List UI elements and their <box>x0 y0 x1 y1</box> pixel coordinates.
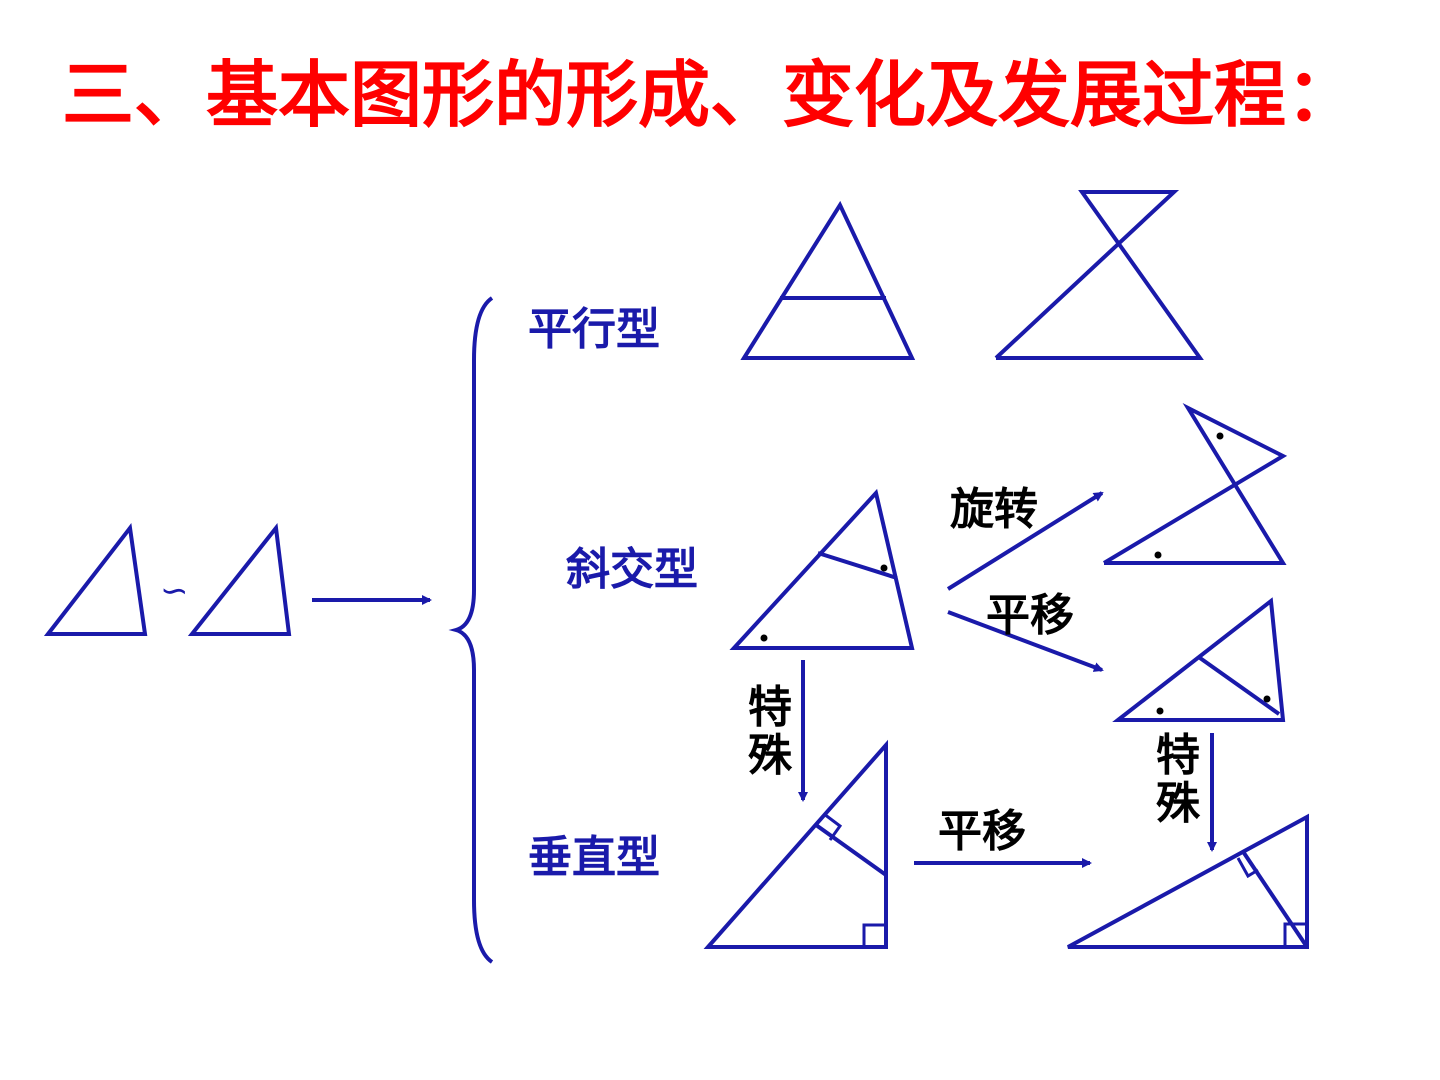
label-special-right-1: 特 <box>1156 730 1200 781</box>
source-triangle-2 <box>187 523 292 636</box>
label-parallel-type: 平行型 <box>528 304 660 355</box>
label-oblique-type: 斜交型 <box>566 544 698 595</box>
curly-brace <box>448 296 494 964</box>
label-perpendicular-type: 垂直型 <box>528 832 660 883</box>
angle-dot-translated-inner <box>1263 695 1271 703</box>
right-angle-mark-2 <box>862 923 886 947</box>
angle-dot-oblique-inner <box>880 564 888 572</box>
parallel-triangle-a <box>740 200 916 360</box>
right-angle-mark-4 <box>1283 922 1307 947</box>
translate-arrow-top <box>947 610 1104 672</box>
right-angle-mark-3 <box>1236 857 1259 879</box>
rotated-figure <box>1102 403 1288 565</box>
page-title: 三、基本图形的形成、变化及发展过程： <box>62 53 1359 137</box>
label-special-left-1: 特 <box>748 682 792 733</box>
perpendicular-triangle <box>703 739 888 949</box>
angle-dot-translated-base <box>1156 707 1164 715</box>
angle-dot-oblique-base <box>760 634 768 642</box>
source-triangle-1 <box>43 523 148 636</box>
label-translate-top: 平移 <box>986 590 1074 641</box>
translated-inner-line <box>1198 656 1281 716</box>
final-altitude <box>1242 851 1309 949</box>
perpendicular-altitude <box>814 823 888 877</box>
label-special-right-2: 殊 <box>1156 778 1201 829</box>
oblique-inner-line <box>817 551 898 580</box>
translated-triangle <box>1112 597 1286 722</box>
rotate-arrow <box>946 491 1104 591</box>
oblique-triangle <box>729 488 915 650</box>
angle-dot-rotated-base <box>1154 551 1162 559</box>
label-rotate: 旋转 <box>950 484 1038 535</box>
angle-dot-rotated-top <box>1216 432 1224 440</box>
final-right-triangle <box>1067 813 1309 949</box>
similar-symbol: ∽ <box>160 571 189 611</box>
right-angle-mark-1 <box>823 812 843 841</box>
label-special-left-2: 殊 <box>748 730 793 781</box>
parallel-hourglass <box>994 190 1204 360</box>
label-translate-bottom: 平移 <box>938 806 1026 857</box>
